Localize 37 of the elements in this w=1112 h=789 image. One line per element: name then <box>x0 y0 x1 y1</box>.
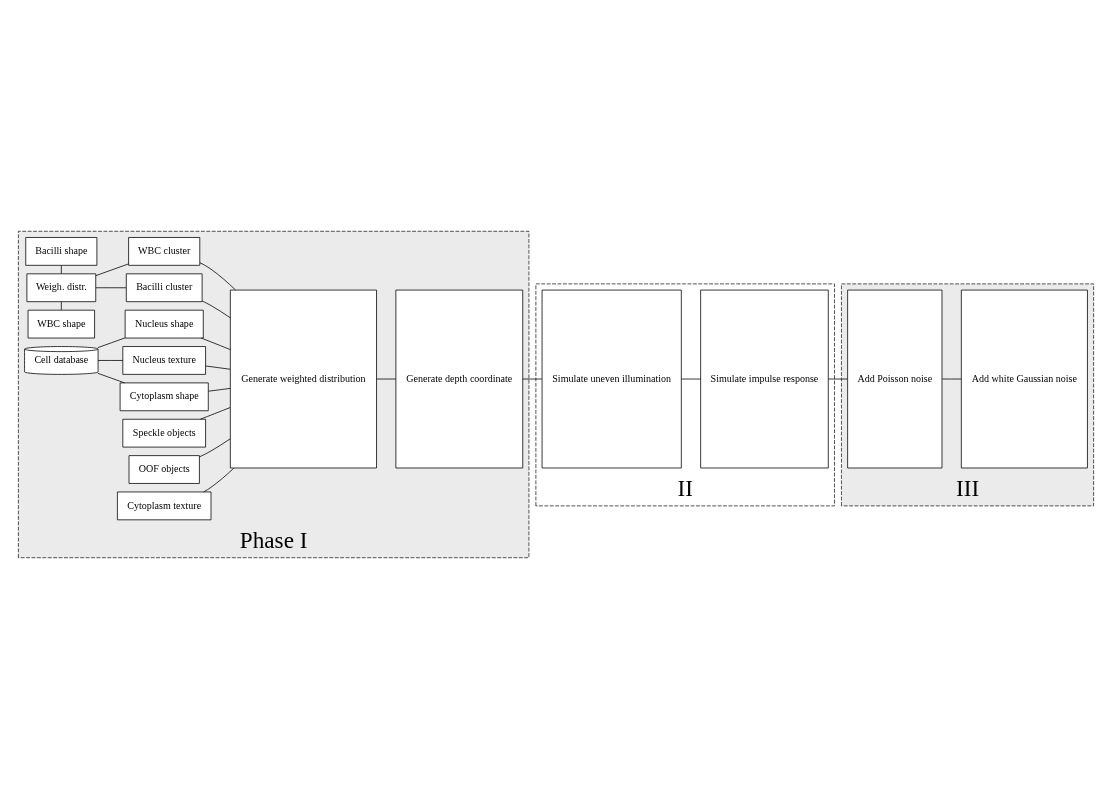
connector <box>97 372 125 384</box>
node-box: Add Poisson noise <box>847 289 943 469</box>
node-box: Generate depth coordinate <box>395 289 524 469</box>
node-box: Simulate impulse response <box>700 289 829 469</box>
node-box: Bacilli shape <box>25 237 98 266</box>
connector <box>60 301 62 311</box>
connector <box>60 265 62 274</box>
connector <box>95 287 127 289</box>
node-box: Add white Gaussian noise <box>960 289 1088 469</box>
connector <box>201 300 231 319</box>
node-box: Cytoplasm shape <box>119 382 209 412</box>
connector <box>205 365 231 370</box>
connector <box>376 378 397 380</box>
node-box: WBC shape <box>27 309 95 339</box>
connector <box>681 378 701 380</box>
connector <box>199 438 231 458</box>
connector <box>97 337 126 349</box>
connector <box>200 337 231 350</box>
node-box: Bacilli cluster <box>125 273 203 303</box>
node-box: Weigh. distr. <box>26 273 97 303</box>
node-box: Nucleus texture <box>122 346 206 375</box>
connector <box>200 407 231 420</box>
node-box: WBC cluster <box>128 237 201 266</box>
connector <box>199 262 236 291</box>
connector <box>828 378 848 380</box>
node-box: Cytoplasm texture <box>117 491 212 521</box>
connector <box>941 378 962 380</box>
node-box: Generate weighted distribution <box>229 289 377 469</box>
connector <box>208 388 231 392</box>
node-box: Nucleus shape <box>124 309 204 339</box>
connector <box>522 378 543 380</box>
node-box: Simulate uneven illumination <box>541 289 682 469</box>
connector <box>97 360 124 361</box>
node-box: Speckle objects <box>122 418 206 448</box>
connector <box>203 467 235 493</box>
connector <box>95 263 129 277</box>
node-box: OOF objects <box>128 455 200 484</box>
